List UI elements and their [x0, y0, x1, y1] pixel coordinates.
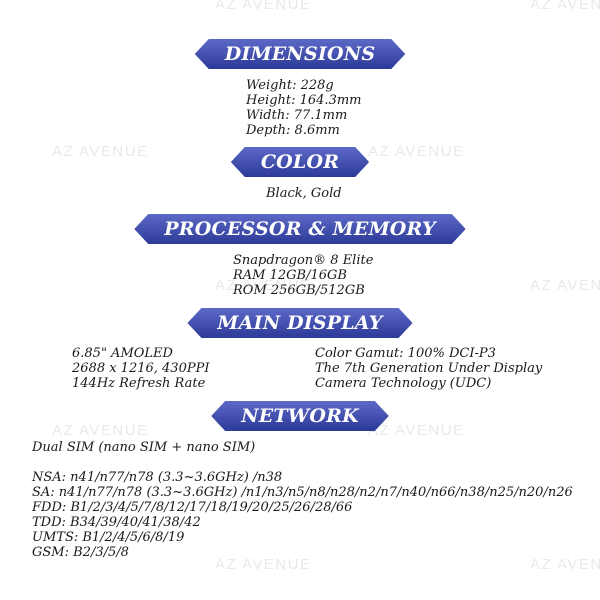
spec-udc: The 7th Generation Under Display: [315, 361, 543, 376]
network-bands: NSA: n41/n77/n78 (3.3~3.6GHz) /n38 SA: n…: [32, 470, 573, 560]
spec-depth: Depth: 8.6mm: [246, 123, 340, 138]
spec-colors: Black, Gold: [266, 186, 342, 201]
band-umts: UMTS: B1/2/4/5/6/8/19: [32, 530, 185, 545]
display-specs-right: Color Gamut: 100% DCI-P3 The 7th Generat…: [315, 346, 542, 391]
band-nsa: NSA: n41/n77/n78 (3.3~3.6GHz) /n38: [32, 470, 283, 485]
watermark: AZ AVENUE: [368, 422, 465, 439]
dimensions-specs: Weight: 228g Height: 164.3mm Width: 77.1…: [246, 78, 362, 138]
color-specs: Black, Gold: [266, 186, 342, 201]
processor-banner: PROCESSOR & MEMORY: [134, 214, 465, 244]
spec-ram: RAM 12GB/16GB: [233, 268, 347, 283]
watermark: AZ AVENUE: [52, 143, 149, 160]
processor-specs: Snapdragon® 8 Elite RAM 12GB/16GB ROM 25…: [233, 253, 373, 298]
watermark: AZ AVENUE: [530, 0, 600, 13]
color-banner: COLOR: [231, 147, 369, 177]
watermark: AZ AVENUE: [215, 0, 312, 13]
watermark: AZ AVENUE: [368, 143, 465, 160]
network-banner: NETWORK: [211, 401, 389, 431]
spec-panel: 6.85" AMOLED: [72, 346, 173, 361]
band-tdd: TDD: B34/39/40/41/38/42: [32, 515, 201, 530]
watermark: AZ AVENUE: [52, 422, 149, 439]
band-fdd: FDD: B1/2/3/4/5/7/8/12/17/18/19/20/25/26…: [32, 500, 353, 515]
spec-refresh: 144Hz Refresh Rate: [72, 376, 206, 391]
band-gsm: GSM: B2/3/5/8: [32, 545, 129, 560]
spec-height: Height: 164.3mm: [246, 93, 362, 108]
watermark: AZ AVENUE: [530, 277, 600, 294]
spec-rom: ROM 256GB/512GB: [233, 283, 365, 298]
dimensions-banner: DIMENSIONS: [195, 39, 406, 69]
network-sim: Dual SIM (nano SIM + nano SIM): [32, 440, 256, 455]
band-sa: SA: n41/n77/n78 (3.3~3.6GHz) /n1/n3/n5/n…: [32, 485, 573, 500]
spec-weight: Weight: 228g: [246, 78, 334, 93]
watermark: AZ AVENUE: [215, 556, 312, 573]
watermark: AZ AVENUE: [530, 556, 600, 573]
spec-resolution: 2688 x 1216, 430PPI: [72, 361, 210, 376]
display-specs-left: 6.85" AMOLED 2688 x 1216, 430PPI 144Hz R…: [72, 346, 209, 391]
spec-chipset: Snapdragon® 8 Elite: [233, 253, 374, 268]
spec-gamut: Color Gamut: 100% DCI-P3: [315, 346, 496, 361]
watermark: AZ AVENUE: [215, 277, 312, 294]
spec-udc-cont: Camera Technology (UDC): [315, 376, 492, 391]
spec-width: Width: 77.1mm: [246, 108, 348, 123]
display-banner: MAIN DISPLAY: [187, 308, 412, 338]
